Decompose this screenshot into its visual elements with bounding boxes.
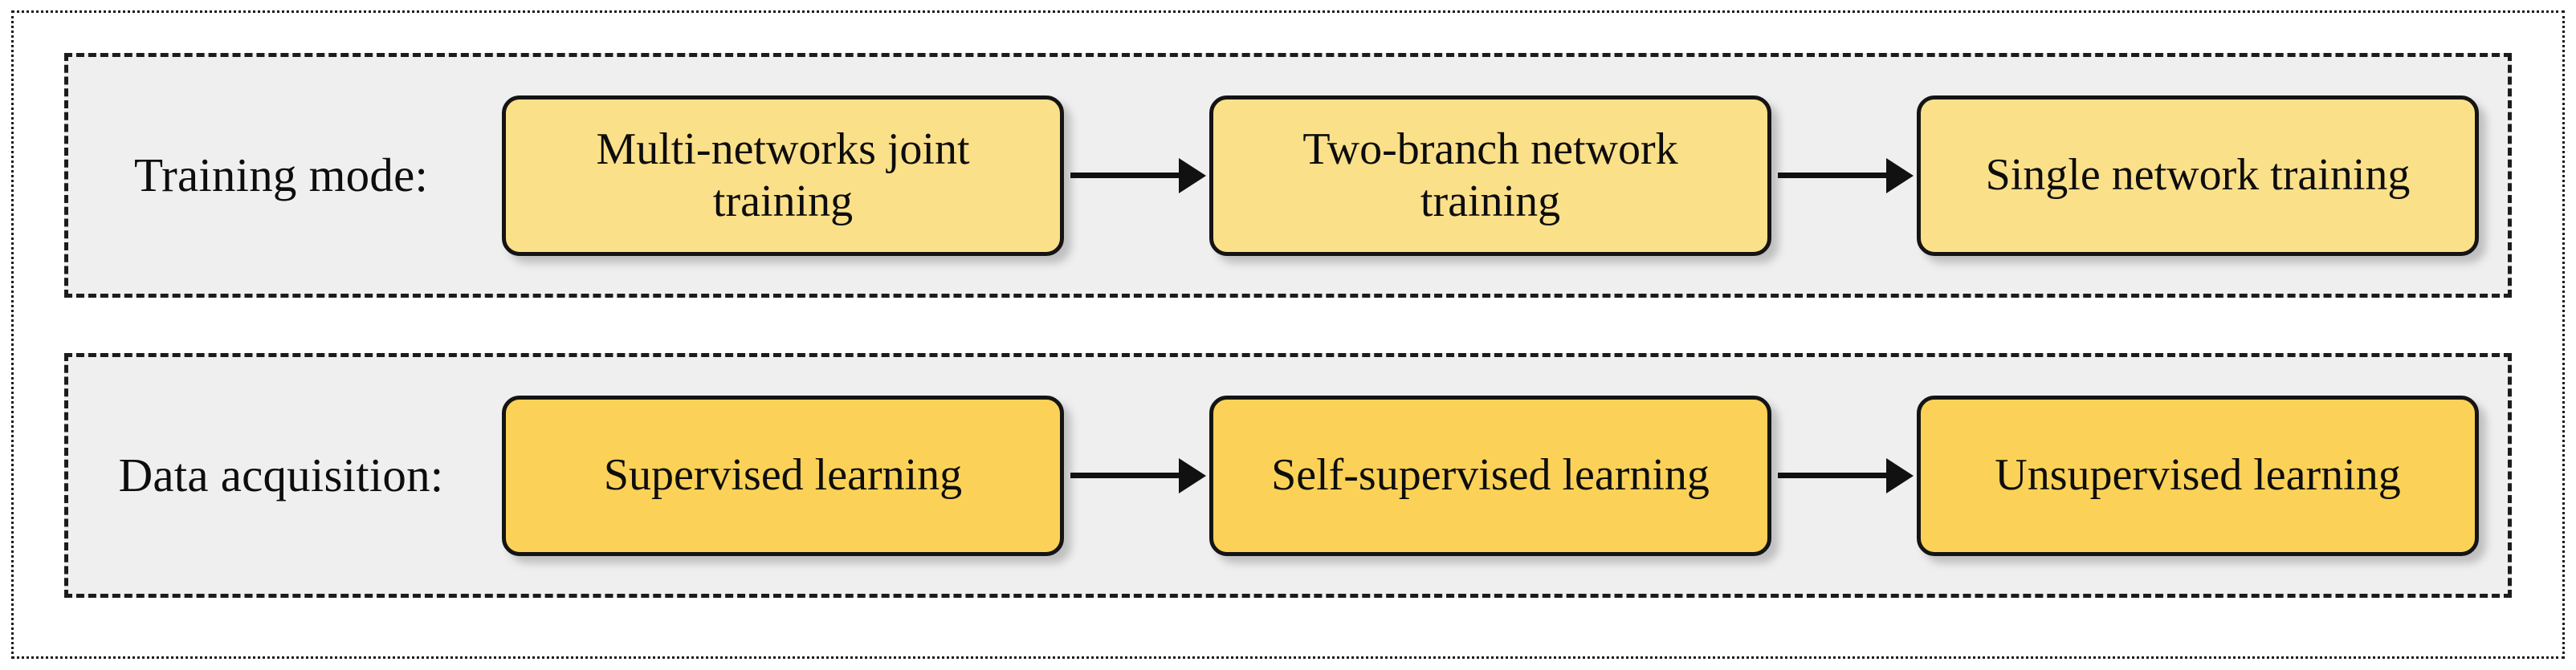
node-line-2: training [712, 176, 854, 226]
node-supervised-learning[interactable]: Supervised learning [502, 395, 1064, 556]
row-label-training-mode: Training mode: [133, 148, 429, 202]
arrow-head-icon [1179, 157, 1206, 193]
node-line-1: Two-branch network [1302, 124, 1678, 174]
row-group-training-mode: Training mode: Multi-networks joint trai… [64, 53, 2512, 298]
node-supervised-learning-label: Supervised learning [603, 450, 963, 501]
arrow-head-icon [1886, 157, 1914, 193]
arrow-shaft [1070, 173, 1180, 178]
node-unsupervised-learning[interactable]: Unsupervised learning [1917, 395, 2479, 556]
arrow-head-icon [1179, 457, 1206, 493]
node-unsupervised-learning-label: Unsupervised learning [1995, 450, 2401, 501]
node-two-branch-network-training[interactable]: Two-branch network training [1209, 95, 1771, 256]
row-group-data-acquisition: Data acquisition: Supervised learning Se… [64, 353, 2512, 598]
node-single-network-training-label: Single network training [1985, 150, 2411, 201]
node-self-supervised-learning-label: Self-supervised learning [1271, 450, 1710, 501]
node-line-1: Multi-networks joint [596, 124, 970, 174]
arrow-shaft [1778, 173, 1888, 178]
arrow-training-2-to-3 [1775, 157, 1914, 193]
node-multi-networks-joint-training-label: Multi-networks joint training [519, 124, 1047, 228]
node-two-branch-network-training-label: Two-branch network training [1226, 124, 1755, 228]
node-multi-networks-joint-training[interactable]: Multi-networks joint training [502, 95, 1064, 256]
arrow-data-1-to-2 [1067, 457, 1206, 493]
arrow-head-icon [1886, 457, 1914, 493]
arrow-shaft [1778, 473, 1888, 478]
node-single-network-training[interactable]: Single network training [1917, 95, 2479, 256]
flow-data-acquisition: Supervised learning Self-supervised lear… [502, 357, 2508, 594]
arrow-shaft [1070, 473, 1180, 478]
outer-dotted-frame [11, 10, 2565, 659]
arrow-training-1-to-2 [1067, 157, 1206, 193]
arrow-data-2-to-3 [1775, 457, 1914, 493]
node-self-supervised-learning[interactable]: Self-supervised learning [1209, 395, 1771, 556]
flow-training-mode: Multi-networks joint training Two-branch… [502, 57, 2508, 294]
node-line-2: training [1420, 176, 1561, 226]
row-label-data-acquisition: Data acquisition: [118, 449, 444, 502]
